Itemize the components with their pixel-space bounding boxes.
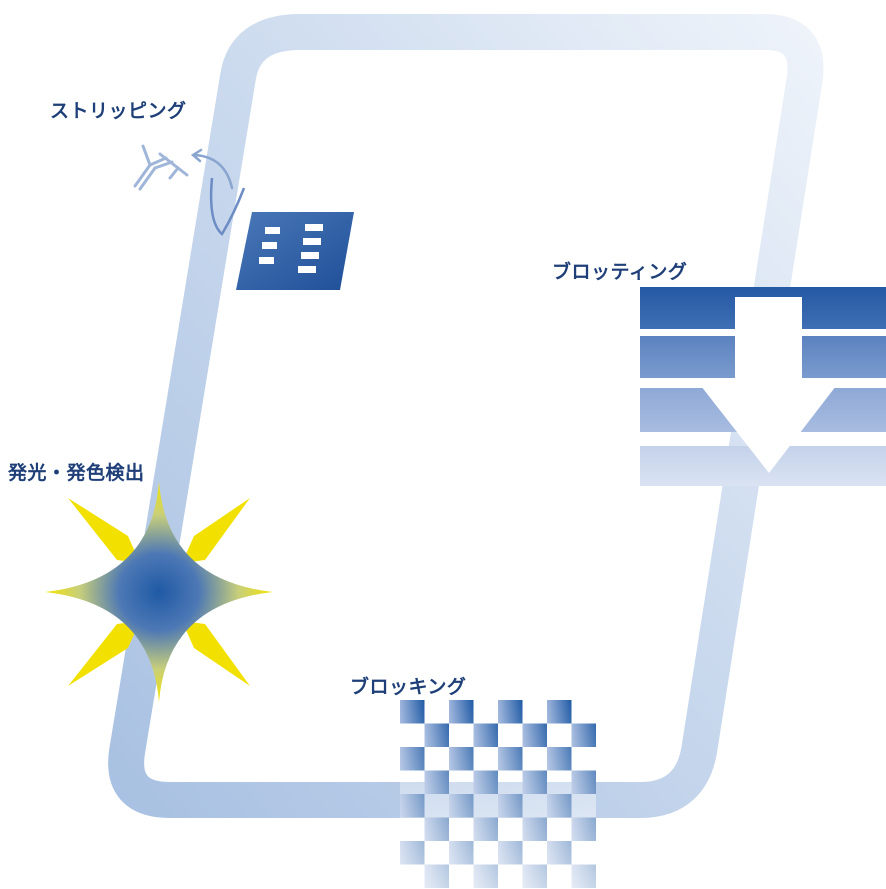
transfer-arrow-icon: [640, 287, 886, 486]
blotting-label: ブロッティング: [552, 261, 688, 283]
star-ray-icon: [182, 498, 250, 563]
checker-fade-overlay: [400, 700, 596, 888]
blocking-label: ブロッキング: [350, 676, 467, 698]
star-core-icon: [45, 482, 273, 702]
star-ray-icon: [182, 621, 250, 686]
antibody-y-icon: [133, 144, 174, 191]
detection-label: 発光・発色検出: [8, 462, 145, 484]
antibody-droplet-icon: [209, 177, 246, 236]
luminescence-star-icon: [45, 482, 273, 702]
checkerboard-membrane-icon: [400, 700, 596, 888]
stripping-label: ストリッピング: [50, 100, 187, 122]
down-arrow-icon: [701, 297, 836, 473]
star-ray-icon: [68, 498, 140, 563]
star-ray-icon: [68, 621, 140, 686]
curved-arrow-icon: [193, 153, 234, 190]
antibody-y-icon: [158, 152, 189, 180]
antibody-removal-icon: [133, 144, 234, 191]
gel-membrane-icon: [236, 212, 354, 290]
